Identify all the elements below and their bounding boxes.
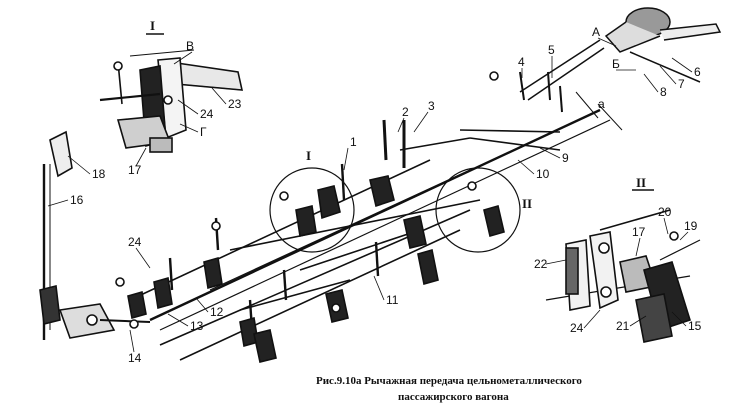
leader-lines: [47, 37, 693, 353]
part-1: 1: [350, 135, 357, 149]
part-6: 6: [694, 65, 701, 79]
part-9: 9: [562, 151, 569, 165]
part-8: 8: [660, 85, 667, 99]
detail-one-drawing: [99, 49, 244, 153]
part-7: 7: [678, 77, 685, 91]
letter-a-lower: а: [598, 97, 605, 111]
part-17-detail-one: 17: [128, 163, 142, 177]
letter-g: Г: [200, 125, 207, 139]
part-20: 20: [658, 205, 672, 219]
part-10: 10: [536, 167, 550, 181]
part-18: 18: [92, 167, 106, 181]
part-3: 3: [428, 99, 435, 113]
part-24-detail-two: 24: [570, 321, 584, 335]
part-2: 2: [402, 105, 409, 119]
circle-two-label: II: [522, 196, 532, 211]
detail-two-drawing: [545, 209, 701, 343]
letter-b: Б: [612, 57, 620, 71]
part-11: 11: [386, 293, 399, 307]
part-21: 21: [616, 319, 630, 333]
caption-line-1: Рис.9.10а Рычажная передача цельнометалл…: [316, 375, 582, 387]
part-14: 14: [128, 351, 142, 365]
part-22: 22: [534, 257, 548, 271]
circle-one-label: I: [306, 148, 311, 163]
caption-line-2: пассажирского вагона: [398, 391, 509, 403]
part-23: 23: [228, 97, 242, 111]
letter-a-upper: А: [592, 25, 600, 39]
hand-brake-drawing: [39, 130, 151, 340]
detail-one-label: I: [150, 18, 155, 33]
part-12: 12: [210, 305, 224, 319]
part-4: 4: [518, 55, 525, 69]
detail-two-label: II: [636, 175, 646, 190]
part-24-main: 24: [128, 235, 142, 249]
part-13: 13: [190, 319, 204, 333]
part-15: 15: [688, 319, 702, 333]
part-16: 16: [70, 193, 84, 207]
main-linkage-drawing: [115, 71, 611, 363]
part-5: 5: [548, 43, 555, 57]
letter-v: В: [186, 39, 194, 53]
part-24-detail-one: 24: [200, 107, 214, 121]
brake-cylinder: [519, 7, 722, 101]
part-19: 19: [684, 219, 698, 233]
part-17-detail-two: 17: [632, 225, 646, 239]
dimension-a: [575, 91, 623, 131]
